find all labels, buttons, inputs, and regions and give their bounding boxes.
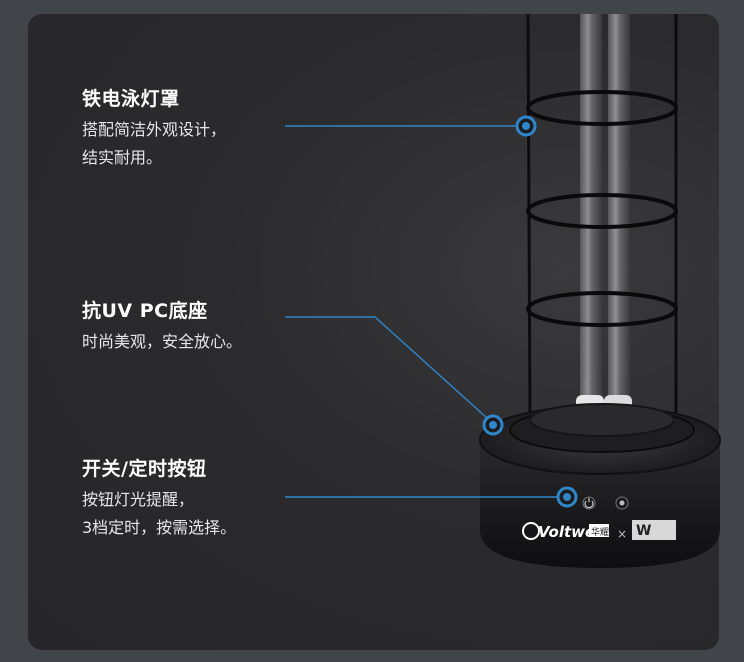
feature-desc-line: 3档定时，按需选择。: [82, 518, 237, 537]
feature-title: 抗UV PC底座: [82, 300, 208, 322]
feature-desc-line: 搭配简洁外观设计，: [82, 120, 227, 139]
feature-desc-line: 按钮灯光提醒，: [82, 490, 195, 509]
feature-base: 抗UV PC底座 时尚美观，安全放心。: [82, 298, 242, 356]
feature-title: 开关/定时按钮: [82, 458, 207, 480]
feature-switch-timer: 开关/定时按钮 按钮灯光提醒， 3档定时，按需选择。: [82, 456, 236, 542]
feature-title: 铁电泳灯罩: [82, 88, 180, 110]
feature-desc-line: 结实耐用。: [82, 148, 163, 167]
feature-desc-line: 时尚美观，安全放心。: [82, 332, 243, 351]
feature-lampshade: 铁电泳灯罩 搭配简洁外观设计， 结实耐用。: [82, 86, 226, 172]
